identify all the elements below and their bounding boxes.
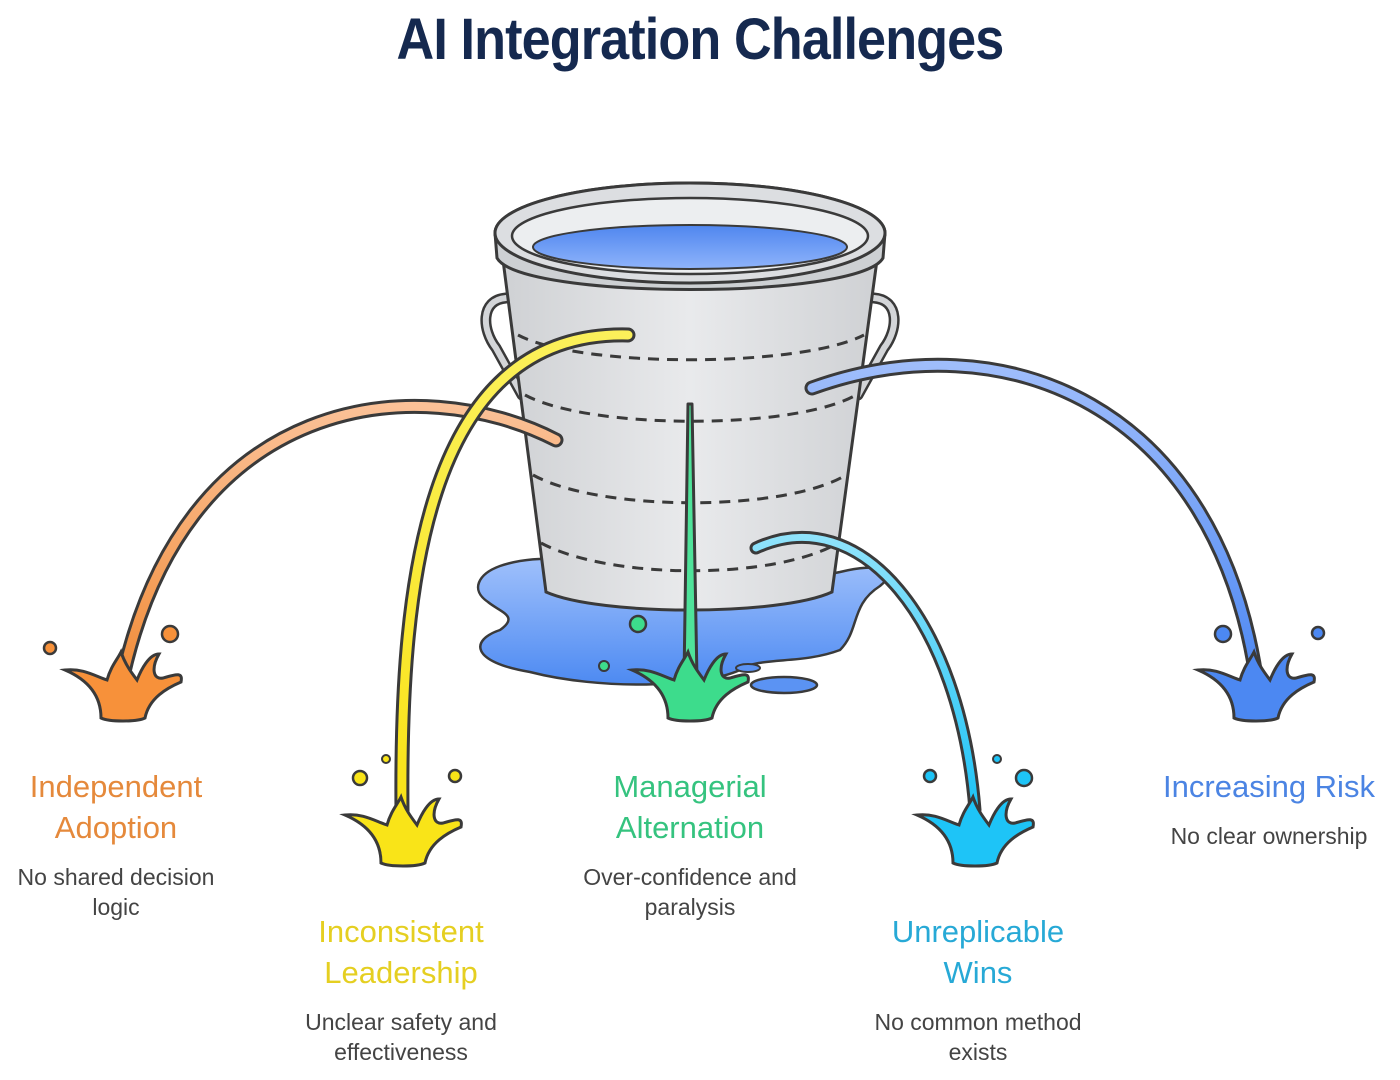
splash-icon [1192, 624, 1326, 723]
splash-icon [339, 754, 463, 868]
challenge-inconsistent-leadership: Inconsistent Leadership Unclear safety a… [270, 911, 532, 1067]
page-title: AI Integration Challenges [396, 7, 1005, 72]
splash-icon [598, 614, 750, 723]
cyan-stream-icon [749, 530, 982, 817]
splash-icon [42, 624, 183, 723]
challenge-increasing-risk: Increasing Risk No clear ownership [1138, 766, 1400, 851]
challenge-description: No shared decision logic [17, 864, 215, 920]
challenge-title: Increasing Risk [1163, 769, 1375, 804]
challenge-description: No clear ownership [1170, 823, 1368, 849]
challenge-unreplicable-wins: Unreplicable Wins No common method exist… [850, 911, 1106, 1067]
yellow-stream-icon [394, 327, 636, 820]
blue-stream-icon [804, 357, 1266, 698]
challenge-description: Unclear safety and effectiveness [305, 1009, 497, 1065]
challenge-title: Inconsistent Leadership [318, 914, 484, 990]
challenge-managerial-alternation: Managerial Alternation Over-confidence a… [550, 766, 830, 922]
challenge-description: Over-confidence and paralysis [583, 864, 797, 920]
splash-icon [911, 754, 1035, 868]
challenge-independent-adoption: Independent Adoption No shared decision … [0, 766, 232, 922]
bucket-icon [480, 181, 900, 612]
challenge-title: Independent Adoption [29, 769, 203, 845]
challenge-title: Managerial Alternation [613, 769, 767, 845]
challenge-description: No common method exists [874, 1009, 1082, 1065]
challenge-title: Unreplicable Wins [891, 914, 1065, 990]
orange-stream-icon [112, 398, 564, 698]
